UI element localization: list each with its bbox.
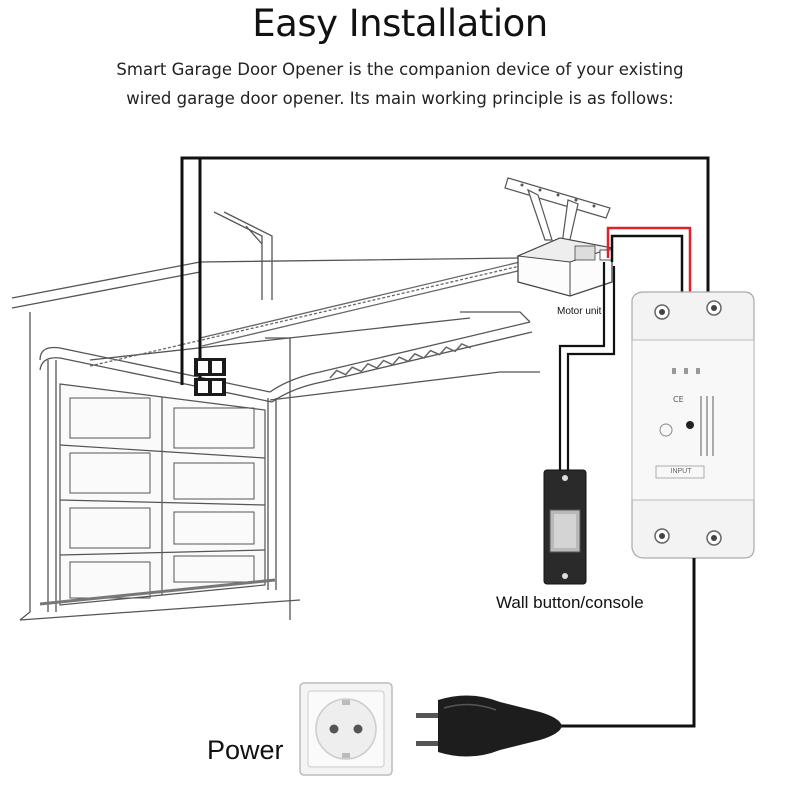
svg-text:CE: CE — [673, 395, 684, 404]
motor-wires — [606, 226, 692, 298]
motor-unit — [516, 237, 614, 297]
garage-door — [39, 383, 276, 606]
power-label: Power — [207, 735, 284, 765]
module-input-label: INPUT — [670, 468, 692, 475]
torsion-spring — [329, 342, 472, 379]
subtitle-line-1: Smart Garage Door Opener is the companio… — [116, 60, 684, 79]
power-plug-icon — [416, 695, 562, 757]
smart-module: CE — [631, 291, 755, 559]
wall-button-wires — [558, 262, 616, 470]
motor-unit-label: Motor unit — [557, 306, 602, 317]
door-terminal-blocks — [194, 358, 226, 396]
page-title: Easy Installation — [252, 2, 548, 45]
garage-structure — [11, 211, 540, 621]
black-wire-top — [180, 156, 710, 385]
wall-button-console — [543, 469, 587, 585]
opener-rail — [89, 261, 523, 367]
power-cable — [560, 558, 696, 728]
wall-socket-icon — [299, 682, 393, 776]
ceiling-bracket — [504, 177, 611, 245]
wall-button-label: Wall button/console — [496, 593, 644, 612]
subtitle-line-2: wired garage door opener. Its main worki… — [126, 89, 674, 108]
